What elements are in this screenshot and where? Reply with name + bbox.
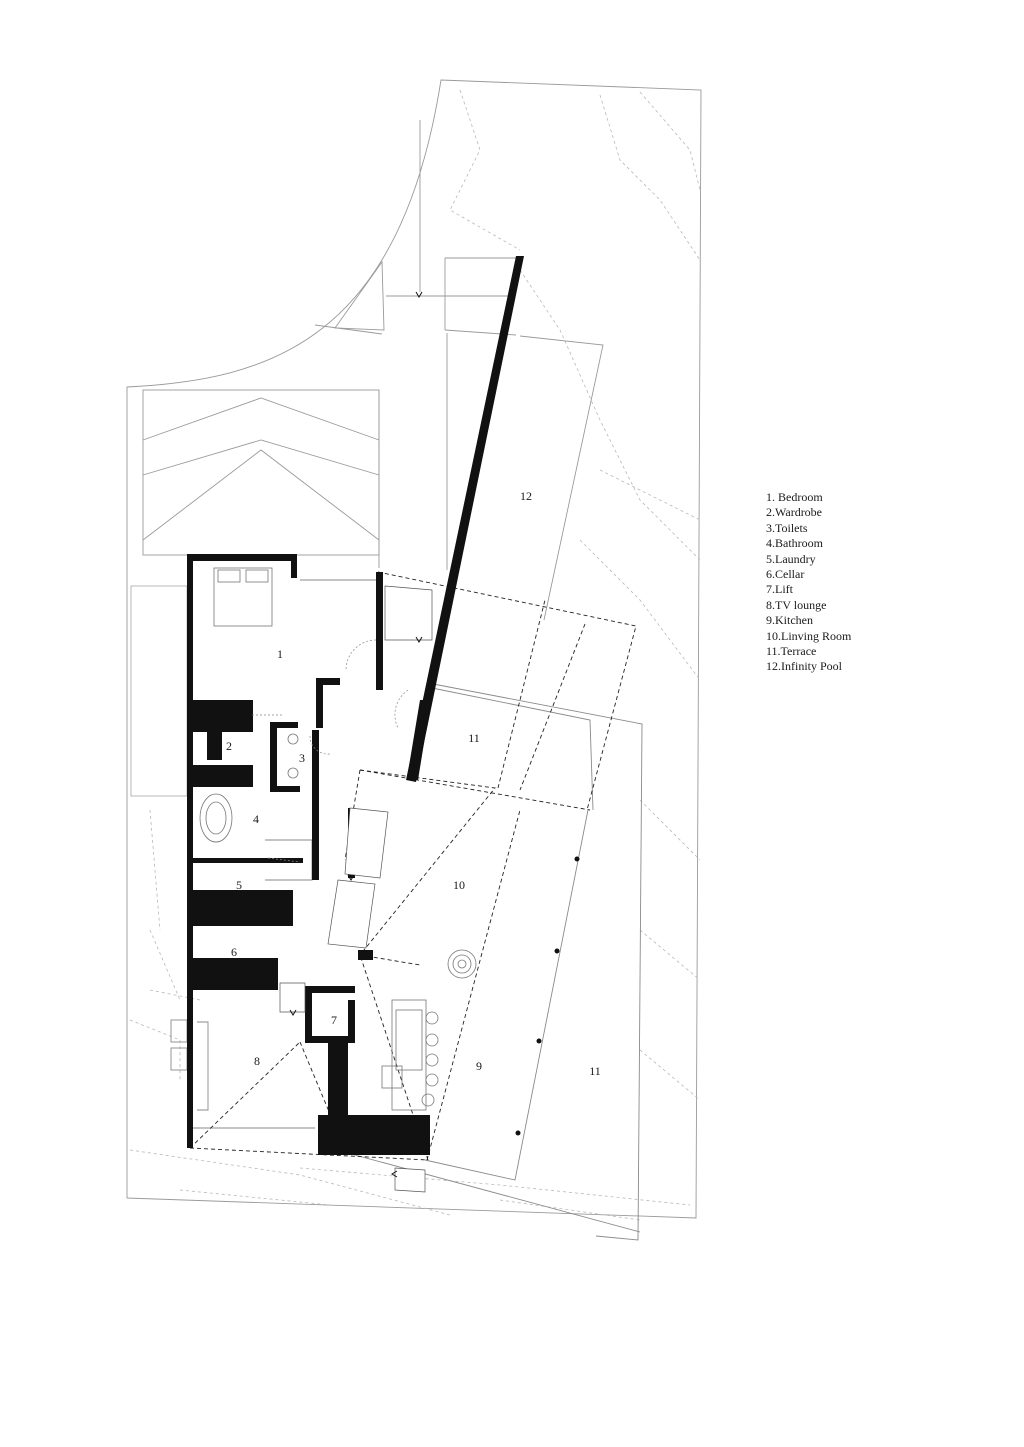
legend-item: 2.Wardrobe — [766, 505, 823, 520]
interior-stairs — [279, 585, 433, 1193]
room-label-bedroom: 1 — [277, 647, 283, 661]
room-label-terrace-upper: 11 — [468, 731, 480, 745]
legend-item: 9.Kitchen — [766, 613, 813, 628]
room-label-kitchen: 9 — [476, 1059, 482, 1073]
legend-item: 3.Toilets — [766, 520, 808, 535]
room-label-wardrobe: 2 — [226, 739, 232, 753]
room-label-laundry: 5 — [236, 878, 242, 892]
legend-item: 4.Bathroom — [766, 536, 823, 551]
legend-item: 11.Terrace — [766, 644, 817, 659]
legend-item: 5.Laundry — [766, 551, 816, 566]
room-label-terrace-lower: 11 — [589, 1064, 601, 1078]
walls — [187, 256, 524, 1155]
room-label-tv-lounge: 8 — [254, 1054, 260, 1068]
room-label-infinity-pool: 12 — [520, 489, 532, 503]
legend-item: 1. Bedroom — [766, 490, 823, 504]
legend-item: 10.Linving Room — [766, 628, 852, 643]
legend-item: 8.TV lounge — [766, 597, 827, 612]
door-swings — [252, 639, 409, 863]
site-boundary — [126, 79, 702, 1219]
fixtures — [199, 567, 477, 1111]
legend-item: 12.Infinity Pool — [766, 659, 843, 674]
arrows — [289, 291, 423, 1178]
contour-lines — [129, 89, 701, 1221]
room-label-lift: 7 — [331, 1013, 337, 1027]
columns — [515, 856, 580, 1136]
overhang-lines — [189, 571, 637, 1161]
legend-item: 7.Lift — [766, 582, 793, 597]
room-label-bathroom: 4 — [253, 812, 259, 826]
side-stair — [130, 585, 188, 797]
carport-roof — [142, 257, 604, 621]
room-label-cellar: 6 — [231, 945, 237, 959]
room-label-living-room: 10 — [453, 878, 465, 892]
room-label-toilets: 3 — [299, 751, 305, 765]
legend-item: 6.Cellar — [766, 567, 805, 582]
